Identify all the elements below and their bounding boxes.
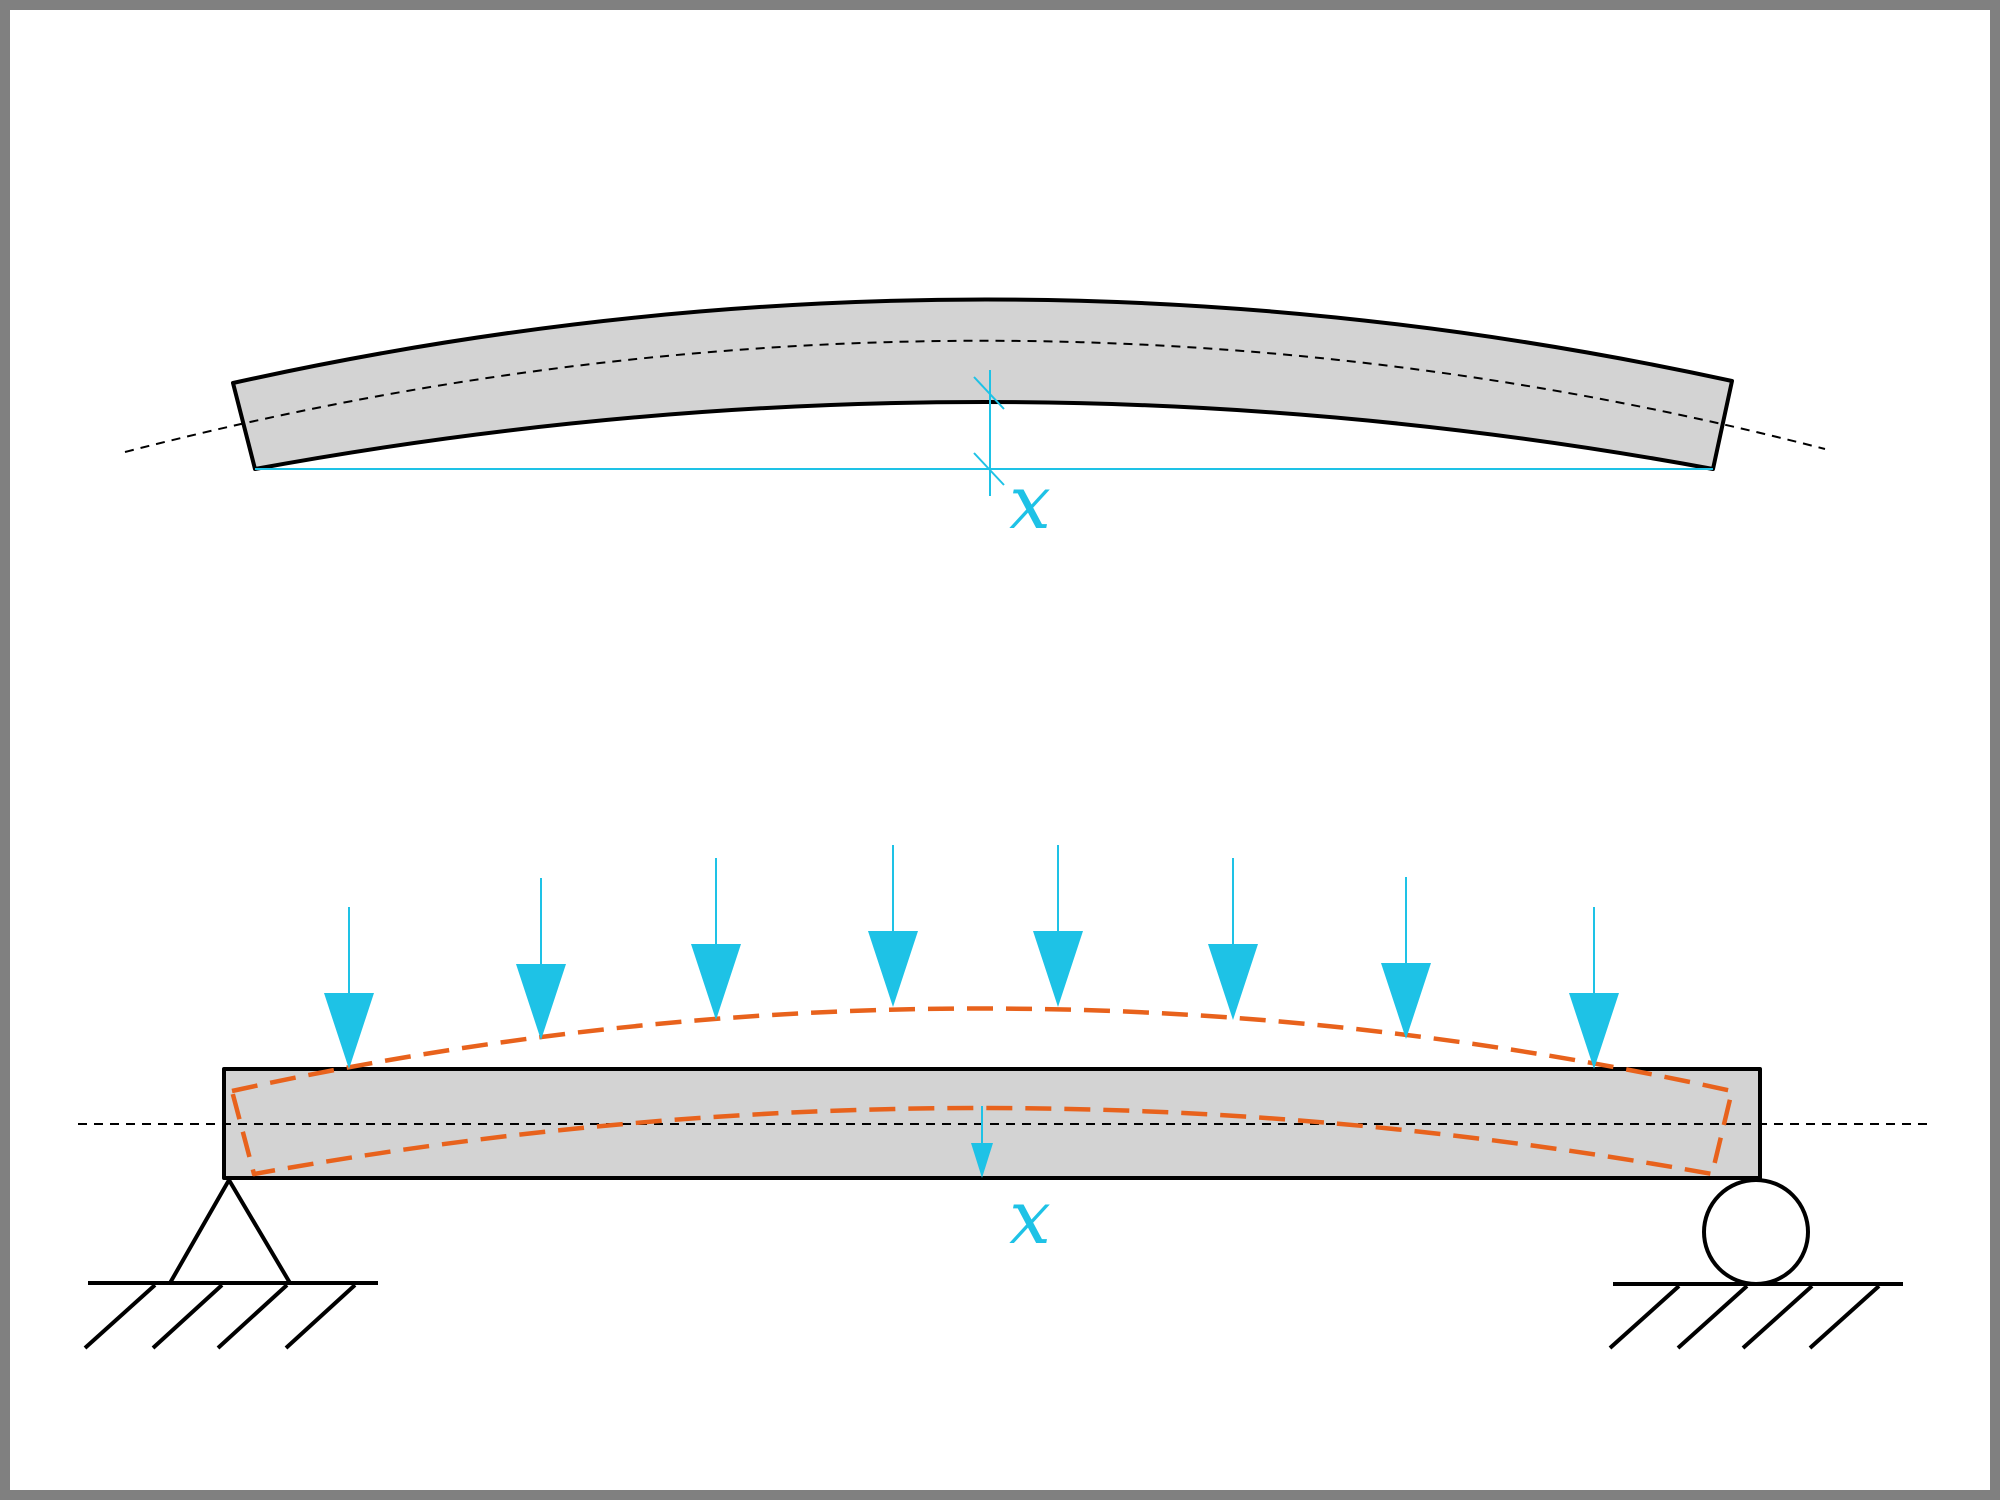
load-arrow [1208, 858, 1258, 1020]
straight-beam-outline [222, 1067, 1762, 1180]
pinned-support [83, 1178, 378, 1350]
ground-hatch [1741, 1284, 1814, 1350]
bent-beam-outline [231, 297, 1734, 471]
lower-tick-mark [973, 452, 1005, 486]
roller-wheel [1702, 1178, 1810, 1286]
ground-hatch [151, 1283, 224, 1350]
roller-support [1608, 1178, 1903, 1350]
deflection-indicator: x [971, 1106, 1051, 1261]
load-arrow [1569, 907, 1619, 1069]
load-arrow [691, 858, 741, 1020]
ground-hatch [83, 1283, 157, 1350]
upper-tick-mark [973, 376, 1005, 410]
pinned-support-triangle [168, 1178, 292, 1285]
load-arrow [1033, 845, 1083, 1007]
load-arrow [516, 878, 566, 1040]
load-arrow [1381, 877, 1431, 1039]
deflection-arrow-head [971, 1143, 993, 1178]
neutral-axis-curve [124, 339, 1826, 453]
deflection-dimension: x [255, 370, 1713, 546]
load-arrow [324, 907, 374, 1069]
deflection-label: x [1009, 460, 1051, 546]
ground-hatch [1676, 1284, 1749, 1350]
ground-hatch [1808, 1284, 1881, 1350]
bottom-panel: x [78, 845, 1928, 1350]
ground-hatch [1608, 1284, 1681, 1350]
top-panel: x [124, 297, 1826, 546]
ground-hatch [284, 1283, 357, 1350]
load-arrow [868, 845, 918, 1007]
bent-beam-body [233, 299, 1732, 469]
ground-hatch [216, 1283, 289, 1350]
deflection-label: x [1009, 1175, 1051, 1261]
distributed-load [324, 845, 1619, 1069]
